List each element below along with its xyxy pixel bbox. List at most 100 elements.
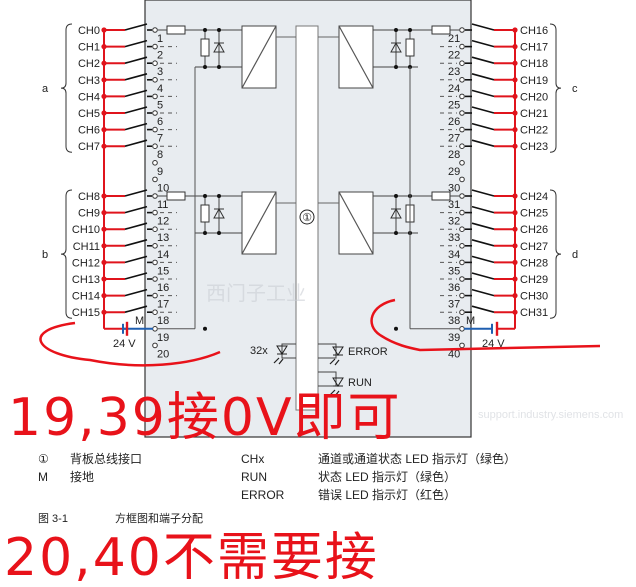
terminal-3 xyxy=(152,60,158,67)
isolation-line xyxy=(241,191,277,255)
terminal-number: 21 xyxy=(448,33,460,45)
switch xyxy=(471,205,495,214)
terminal-7 xyxy=(152,126,158,133)
channel-label-ch16: CH16 xyxy=(520,25,548,37)
switch xyxy=(471,89,495,98)
terminal-number: 25 xyxy=(448,99,460,111)
light-ray xyxy=(273,357,280,364)
terminal-number: 39 xyxy=(448,332,460,344)
legend-text-1: 背板总线接口 xyxy=(70,452,143,466)
channel-label-ch20: CH20 xyxy=(520,91,548,103)
switch xyxy=(124,272,148,280)
node xyxy=(203,194,207,198)
terminal-number: 11 xyxy=(157,199,168,211)
terminal-number: 30 xyxy=(448,182,460,194)
channel-led-icon xyxy=(276,345,288,355)
supply-label: 24 V xyxy=(482,338,505,350)
ground-label: M xyxy=(466,315,475,327)
switch xyxy=(471,23,495,31)
terminal-28 xyxy=(459,143,465,149)
channel-label-ch30: CH30 xyxy=(520,291,548,303)
terminal-number: 3 xyxy=(157,66,163,78)
terminal-number: 22 xyxy=(448,50,460,62)
switch xyxy=(471,106,495,114)
error-led-label: ERROR xyxy=(348,346,388,358)
terminal-number: 32 xyxy=(448,216,460,228)
switch xyxy=(471,305,495,313)
terminal-number: 16 xyxy=(157,282,169,294)
channel-label-ch31: CH31 xyxy=(520,307,548,319)
shunt-resistor xyxy=(200,204,210,223)
legend-text-2: 接地 xyxy=(70,470,95,484)
handwritten-curve-left xyxy=(39,321,221,367)
terminal-24 xyxy=(459,77,465,83)
channel-label-ch8: CH8 xyxy=(78,191,100,203)
channel-label-ch24: CH24 xyxy=(520,191,548,203)
channel-label-ch25: CH25 xyxy=(520,208,548,220)
switch xyxy=(124,139,148,147)
terminal-12 xyxy=(152,209,158,216)
terminal-22 xyxy=(459,43,465,50)
switch xyxy=(471,56,495,64)
terminal-number: 34 xyxy=(448,249,460,261)
switch xyxy=(124,56,148,64)
terminal-38 xyxy=(459,309,465,316)
resistor xyxy=(431,191,451,201)
handwritten-curve-right xyxy=(370,298,601,352)
switch xyxy=(124,89,148,98)
terminal-9 xyxy=(152,160,158,166)
terminal-number: 7 xyxy=(157,133,163,145)
node xyxy=(394,28,398,32)
group-label-c: c xyxy=(572,83,578,95)
caption-title: 方框图和端子分配 xyxy=(115,513,203,525)
legend-symbol-1: ① xyxy=(38,452,49,466)
terminal-number: 12 xyxy=(157,216,169,228)
diode-icon xyxy=(213,207,225,219)
light-ray xyxy=(278,358,284,365)
terminal-37 xyxy=(459,292,465,299)
terminal-number: 10 xyxy=(157,182,169,194)
run-led-icon xyxy=(332,377,344,387)
node xyxy=(394,326,398,331)
watermark-text: 西门子工业 xyxy=(206,282,306,305)
channel-label-ch18: CH18 xyxy=(520,58,548,70)
terminal-2 xyxy=(152,43,158,50)
bus-marker-label: ① xyxy=(302,212,312,224)
terminal-25 xyxy=(459,93,465,100)
isolation-line xyxy=(338,25,374,89)
terminal-number: 15 xyxy=(157,265,169,277)
resistor xyxy=(166,191,186,201)
terminal-number: 28 xyxy=(448,149,460,161)
terminal-26 xyxy=(459,110,465,116)
diode-icon xyxy=(213,41,225,53)
switch xyxy=(124,122,148,131)
legend-desc-run: 状态 LED 指示灯（绿色） xyxy=(318,470,457,484)
terminal-14 xyxy=(152,243,158,249)
channel-label-ch6: CH6 xyxy=(78,125,100,137)
terminal-17 xyxy=(152,292,158,299)
node xyxy=(203,231,207,235)
channel-label-ch26: CH26 xyxy=(520,224,548,236)
switch xyxy=(124,23,148,31)
terminal-29 xyxy=(459,160,465,166)
group-label-b: b xyxy=(42,249,48,261)
handwritten-note-2: 20,40不需要接 xyxy=(4,528,379,587)
node xyxy=(203,326,207,331)
terminal-35 xyxy=(459,259,465,266)
handwritten-note-1: 19,39接0V即可 xyxy=(8,388,402,448)
channel-label-ch22: CH22 xyxy=(520,125,548,137)
terminal-5 xyxy=(152,93,158,100)
switch xyxy=(124,305,148,313)
terminal-number: 14 xyxy=(157,249,169,261)
resistor xyxy=(166,25,186,35)
switch xyxy=(124,288,148,297)
terminal-number: 18 xyxy=(157,315,169,327)
node xyxy=(408,28,412,32)
shunt-resistor xyxy=(405,38,415,57)
terminal-20 xyxy=(152,342,158,349)
node xyxy=(203,65,207,69)
node xyxy=(394,65,398,69)
terminal-number: 5 xyxy=(157,99,163,111)
terminal-34 xyxy=(459,243,465,249)
node xyxy=(394,231,398,235)
